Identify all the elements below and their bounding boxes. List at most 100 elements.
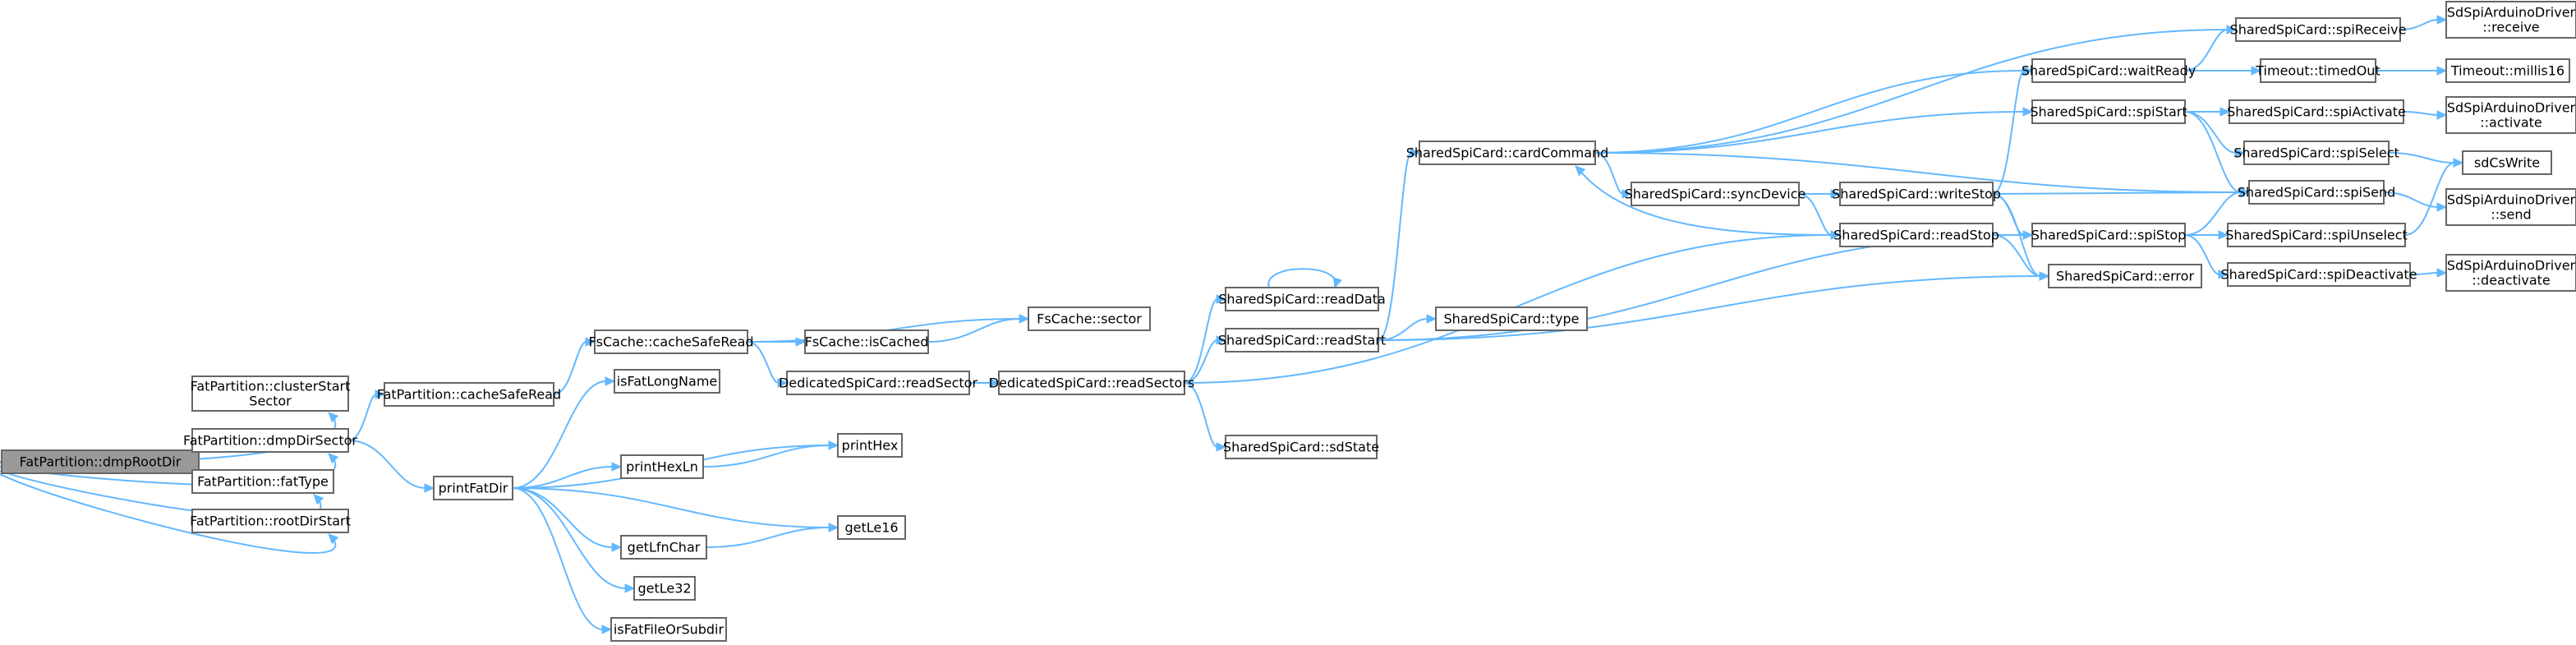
node-readData[interactable]: SharedSpiCard::readData	[1218, 287, 1386, 311]
edge-readStart-to-type	[1378, 314, 1438, 341]
edge-arrow	[1575, 165, 1586, 177]
node-label: Timeout::timedOut	[2255, 63, 2380, 79]
edge-line	[1184, 339, 1218, 384]
node-box	[2445, 254, 2576, 292]
edge-spiStart-to-spiActivate	[2185, 107, 2231, 117]
edge-readSectors-to-sdState	[1184, 382, 1227, 452]
edge-arrow	[611, 462, 623, 472]
node-spiStop[interactable]: SharedSpiCard::spiStop	[2031, 223, 2187, 247]
edge-line	[1992, 191, 2242, 195]
edge-line	[1378, 152, 1412, 341]
edge-line	[927, 318, 1021, 343]
node-writeStop[interactable]: SharedSpiCard::writeStop	[1832, 182, 2001, 206]
node-label: SharedSpiCard::readStop	[1833, 228, 1999, 243]
node-box	[191, 469, 334, 494]
node-readStop[interactable]: SharedSpiCard::readStop	[1833, 223, 1999, 247]
node-box	[1225, 287, 1379, 311]
node-readSectors[interactable]: DedicatedSpiCard::readSectors	[989, 371, 1194, 395]
node-fatType[interactable]: FatPartition::fatType	[191, 469, 334, 494]
node-label: ::deactivate	[2472, 273, 2551, 288]
node-label: getLfnChar	[628, 540, 701, 555]
edge-line	[1992, 70, 2025, 195]
node-label: FatPartition::rootDirStart	[190, 514, 351, 529]
edge-arrow	[1410, 148, 1421, 158]
edge-arrow	[328, 533, 339, 545]
node-label: FatPartition::dmpRootDir	[20, 454, 182, 470]
node-box	[998, 371, 1185, 395]
node-label: SharedSpiCard::spiSelect	[2233, 145, 2399, 161]
edge-arrow	[585, 337, 596, 347]
edge-line	[1594, 152, 1624, 195]
edge-printFatDir-to-isFatLongName	[512, 376, 616, 489]
node-printHexLn[interactable]: printHexLn	[620, 454, 704, 479]
edge-printFatDir-to-getLe16	[512, 487, 840, 532]
edge-arrow	[2436, 110, 2448, 120]
edge-spiUnselect-to-sdCsWrite	[2404, 158, 2464, 236]
node-drvReceive[interactable]: SdSpiArduinoDriver::receive	[2445, 1, 2576, 39]
node-sdState[interactable]: SharedSpiCard::sdState	[1223, 435, 1379, 459]
node-cacheSafeReadP[interactable]: FatPartition::cacheSafeRead	[377, 382, 561, 407]
node-type[interactable]: SharedSpiCard::type	[1435, 306, 1588, 331]
edge-arrow	[313, 494, 324, 505]
node-drvDeactivate[interactable]: SdSpiArduinoDriver::deactivate	[2445, 254, 2576, 292]
node-root[interactable]: FatPartition::dmpRootDir	[1, 449, 200, 474]
node-spiDeactivate[interactable]: SharedSpiCard::spiDeactivate	[2220, 262, 2417, 287]
node-drvSend[interactable]: SdSpiArduinoDriver::send	[2445, 188, 2576, 226]
edge-arrow	[1622, 189, 1633, 199]
edge-printFatDir-to-getLfnChar	[512, 487, 623, 552]
node-readSector[interactable]: DedicatedSpiCard::readSector	[779, 371, 978, 395]
node-spiUnselect[interactable]: SharedSpiCard::spiUnselect	[2225, 223, 2408, 247]
edge-readSector-to-readSectors	[969, 378, 1000, 388]
node-dmpDirSector[interactable]: FatPartition::dmpDirSector	[183, 428, 357, 453]
node-box	[837, 433, 903, 458]
node-rootDirStart[interactable]: FatPartition::rootDirStart	[190, 509, 351, 533]
node-spiStart[interactable]: SharedSpiCard::spiStart	[2030, 99, 2187, 124]
node-isFatLongName[interactable]: isFatLongName	[614, 369, 720, 394]
node-timedOut[interactable]: Timeout::timedOut	[2255, 58, 2380, 83]
node-spiActivate[interactable]: SharedSpiCard::spiActivate	[2227, 99, 2406, 124]
node-printFatDir[interactable]: printFatDir	[433, 476, 513, 500]
node-getLe32[interactable]: getLe32	[633, 576, 696, 601]
node-readStart[interactable]: SharedSpiCard::readStart	[1218, 328, 1386, 352]
node-fsCacheSafeRead[interactable]: FsCache::cacheSafeRead	[588, 329, 754, 354]
node-waitReady[interactable]: SharedSpiCard::waitReady	[2022, 58, 2196, 83]
node-sdCsWrite[interactable]: sdCsWrite	[2462, 150, 2552, 175]
edge-spiActivate-to-drvActivate	[2403, 110, 2448, 120]
edge-arrow	[424, 483, 435, 493]
node-box	[2445, 96, 2576, 134]
node-millis16[interactable]: Timeout::millis16	[2445, 58, 2570, 83]
edge-line	[512, 487, 614, 548]
edge-arrow	[2436, 202, 2448, 212]
node-sector[interactable]: FsCache::sector	[1028, 306, 1151, 331]
node-cardCommand[interactable]: SharedSpiCard::cardCommand	[1406, 141, 1609, 165]
node-spiReceive[interactable]: SharedSpiCard::spiReceive	[2230, 17, 2407, 42]
edge-arrow	[1332, 277, 1342, 289]
node-syncDevice[interactable]: SharedSpiCard::syncDevice	[1625, 182, 1806, 206]
edge-arrow	[1019, 314, 1030, 324]
node-box	[786, 371, 970, 395]
node-drvActivate[interactable]: SdSpiArduinoDriver::activate	[2445, 96, 2576, 134]
node-error[interactable]: SharedSpiCard::error	[2048, 264, 2202, 288]
node-getLe16[interactable]: getLe16	[837, 515, 906, 540]
node-box	[594, 329, 748, 354]
node-isFatFileOrSubdir[interactable]: isFatFileOrSubdir	[610, 617, 727, 642]
node-spiSend[interactable]: SharedSpiCard::spiSend	[2238, 180, 2396, 205]
node-box	[1225, 435, 1378, 459]
node-spiSelect[interactable]: SharedSpiCard::spiSelect	[2233, 141, 2399, 165]
node-isCached[interactable]: FsCache::isCached	[804, 329, 929, 354]
edge-arrow	[2218, 230, 2229, 240]
node-label: ::send	[2491, 207, 2531, 223]
node-box	[191, 428, 349, 453]
node-printHex[interactable]: printHex	[837, 433, 903, 458]
edge-spiStop-to-spiDeactivate	[2184, 234, 2229, 279]
edge-arrow	[2226, 25, 2238, 35]
edge-arrow	[2039, 271, 2050, 281]
node-getLfnChar[interactable]: getLfnChar	[620, 535, 707, 560]
node-label: SharedSpiCard::writeStop	[1832, 187, 2001, 202]
node-label: printHexLn	[626, 459, 698, 475]
node-box	[1839, 223, 1994, 247]
edge-arrow	[328, 453, 339, 464]
node-box	[191, 509, 349, 533]
